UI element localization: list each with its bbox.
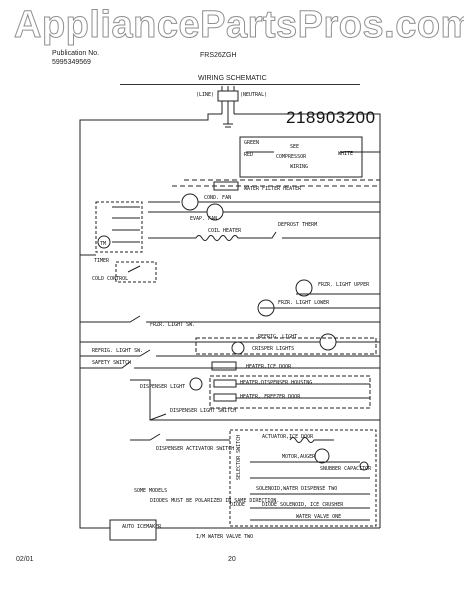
label-frzr-light-sw: FRZR. LIGHT SW.: [150, 322, 195, 328]
label-some-models: SOME MODELS: [134, 488, 167, 494]
title-divider: [120, 84, 360, 85]
part-number: 218903200: [286, 108, 376, 127]
footer-page-number: 20: [228, 556, 236, 563]
label-red: RED: [244, 152, 253, 158]
label-defrost-therm: DEFROST THERM: [278, 222, 317, 228]
label-selector-switch: SELECTOR SWITCH: [236, 435, 242, 480]
label-dispenser-light-switch: DISPENSER LIGHT SWITCH: [170, 408, 236, 414]
label-fzr-light-lower: FRZR. LIGHT LOWER: [278, 300, 330, 306]
label-crisper-lights: CRISPER LIGHTS: [252, 346, 294, 352]
label-water-filter-heater: WATER FILTER HEATER: [244, 186, 302, 192]
label-cond-fan: COND. FAN: [204, 195, 231, 201]
model-number: FRS26ZGH: [200, 52, 237, 59]
label-dispenser-light: DISPENSER LIGHT: [140, 384, 185, 390]
schematic-title: WIRING SCHEMATIC: [198, 75, 267, 82]
label-heater-dispenser-housing: HEATER,DISPENSER HOUSING: [240, 380, 312, 386]
label-im-water-valve-two: I/M WATER VALVE TWO: [196, 534, 253, 540]
label-evap-fan: EVAP. FAN: [190, 216, 217, 222]
label-white: WHITE: [338, 151, 353, 157]
label-diode-solenoid-ice-crusher: DIODE SOLENOID, ICE CRUSHER: [262, 502, 344, 508]
label-tm: TM: [100, 241, 106, 247]
label-line: (LINE): [196, 92, 214, 98]
label-refrig-light-sw: REFRIG. LIGHT SW.: [92, 348, 143, 354]
label-see: SEE: [290, 144, 299, 150]
publication-number: 5995349569: [52, 59, 91, 66]
label-heater-ice-door: HEATER,ICE DOOR: [246, 364, 292, 370]
label-safety-switch: SAFETY SWITCH: [92, 360, 131, 366]
label-compressor: COMPRESSOR: [276, 154, 307, 160]
label-diode: DIODE: [230, 502, 245, 508]
label-timer: TIMER: [94, 258, 110, 264]
label-water-valve-one: WATER VALVE ONE: [296, 514, 341, 520]
publication-label: Publication No.: [52, 50, 100, 57]
label-actuator-ice-door: ACTUATOR,ICE DOOR: [262, 434, 314, 440]
label-motor-auger: MOTOR,AUGER: [282, 454, 316, 460]
footer-date: 02/01: [16, 556, 34, 563]
label-neutral: (NEUTRAL): [240, 92, 267, 98]
label-auto-icemaker: AUTO ICEMAKER: [122, 524, 162, 530]
label-cold-control: COLD CONTROL: [92, 276, 128, 282]
label-dispenser-actuator-switch: DISPENSER ACTIVATOR SWITCH: [156, 446, 234, 452]
label-coil-heater: COIL HEATER: [208, 228, 242, 234]
label-wiring: WIRING: [290, 164, 308, 170]
watermark: AppliancePartsPros.com: [14, 4, 464, 47]
label-heater-freezer-door: HEATER, FREEZER DOOR: [240, 394, 301, 400]
label-fzr-light-upper: FRZR. LIGHT UPPER: [318, 282, 370, 288]
label-snubber-capacitor: SNUBBER CAPACITOR: [320, 466, 372, 472]
label-solenoid-water-dispense-two: SOLENOID,WATER DISPENSE TWO: [256, 486, 337, 492]
label-green: GREEN: [244, 140, 259, 146]
label-refrig-light: REFRIG. LIGHT: [258, 334, 297, 340]
label-diodes-note: DIODES MUST BE POLARIZED IN SAME DIRECTI…: [150, 498, 279, 504]
